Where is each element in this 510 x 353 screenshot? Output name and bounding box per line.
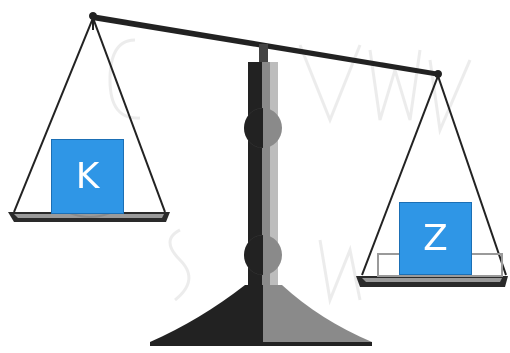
scale-post (244, 44, 282, 302)
right-pan-weight-box: Z (399, 202, 472, 275)
right-pan-label: Z (423, 221, 448, 257)
left-pan-weight-box: K (51, 139, 124, 214)
left-pan-label: K (76, 159, 100, 195)
